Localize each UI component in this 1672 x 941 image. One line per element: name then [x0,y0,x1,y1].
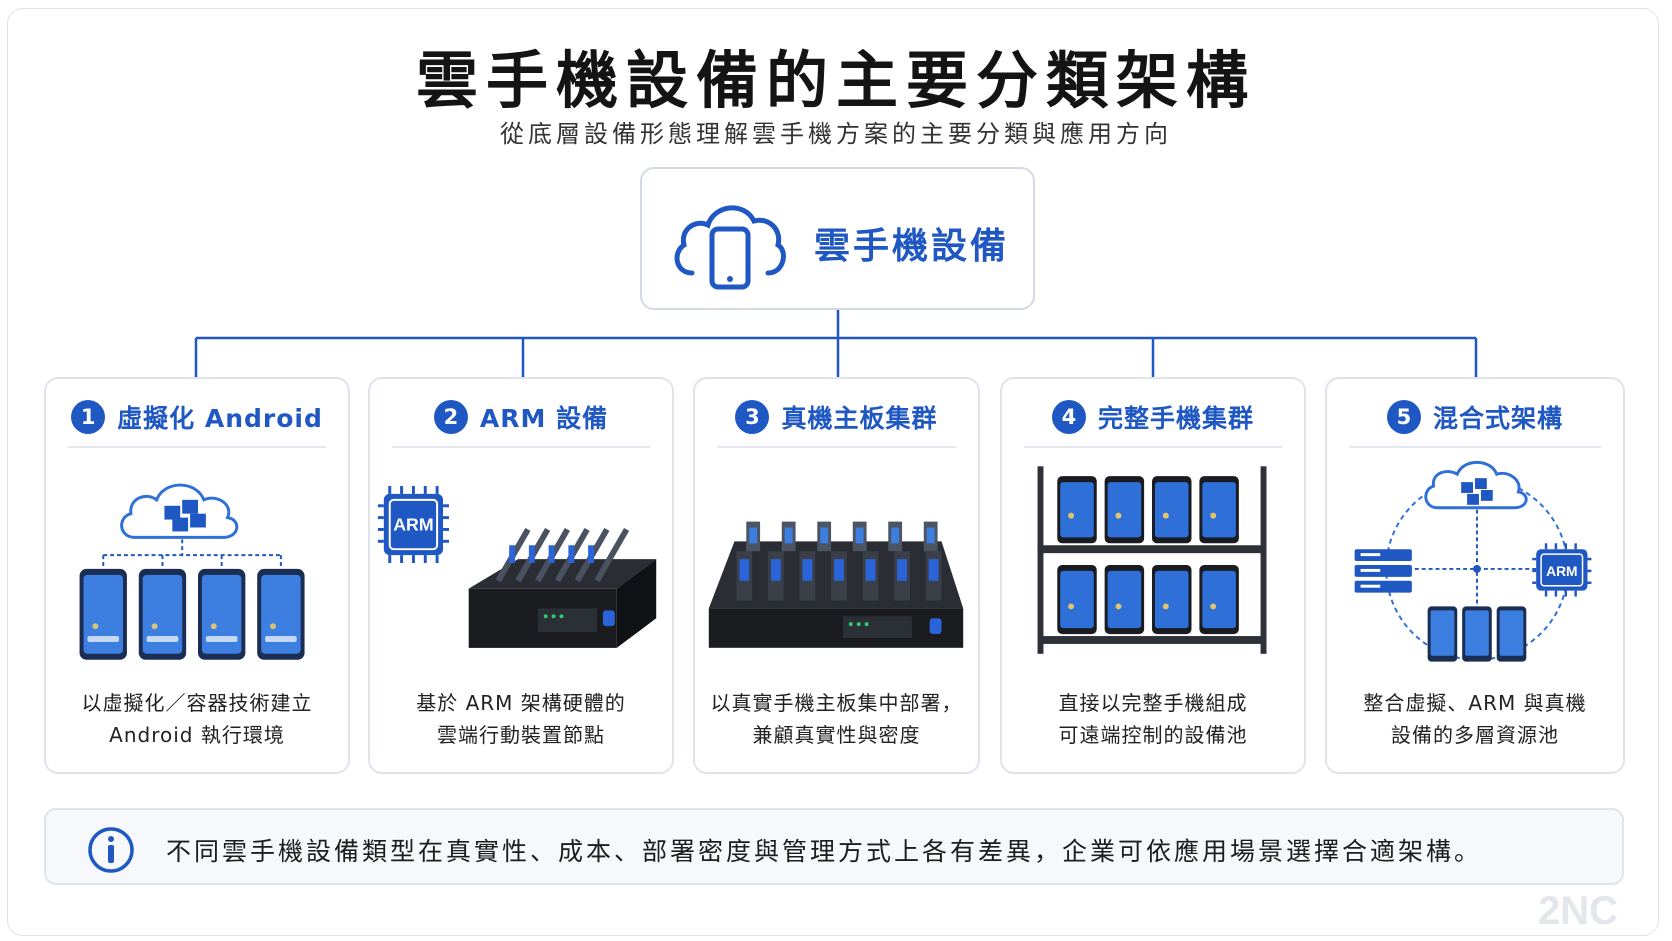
info-note: 不同雲手機設備類型在真實性、成本、部署密度與管理方式上各有差異，企業可依應用場景… [44,808,1624,885]
note-text: 不同雲手機設備類型在真實性、成本、部署密度與管理方式上各有差異，企業可依應用場景… [166,837,1483,866]
svg-text:2NC: 2NC [1538,889,1618,932]
card-divider [1349,446,1601,448]
virtual-phones-icon [79,483,305,660]
board-cluster-icon [708,521,964,648]
card-number: 4 [1051,400,1086,434]
arm-chip-label: ARM [1546,563,1577,579]
card-header: 3 真機主板集群 [695,399,978,435]
desc-line: 基於 ARM 架構硬體的 [416,691,626,715]
phone-rack-icon [1037,466,1267,654]
card-title: 真機主板集群 [781,404,938,433]
desc-line: 整合虛擬、ARM 與真機 [1363,691,1587,715]
category-card-board-cluster: 3 真機主板集群 以真實手機主板集中部署， 兼顧真實性與密度 [693,377,980,774]
card-title: 虛擬化 Android [117,404,323,433]
arm-chip-label: ARM [393,514,433,534]
card-number: 1 [71,400,106,434]
category-card-arm: 2 ARM 設備 ARM 基於 ARM 架構硬體的 雲端行動裝置節點 [368,377,674,774]
root-label: 雲手機設備 [814,226,1010,267]
root-node: 雲手機設備 [640,167,1035,310]
card-header: 1 虛擬化 Android [46,399,348,435]
page-frame [7,8,1659,936]
card-description: 整合虛擬、ARM 與真機 設備的多層資源池 [1327,687,1623,751]
cloud-phone-icon [674,205,786,290]
brand-logo: 2NC [1538,889,1618,932]
desc-line: 直接以完整手機組成 [1058,691,1248,715]
desc-line: 設備的多層資源池 [1391,723,1559,747]
card-divider [717,446,956,448]
card-number: 3 [735,400,770,434]
desc-line: 可遠端控制的設備池 [1058,723,1248,747]
card-divider [392,446,650,448]
desc-line: 以真實手機主板集中部署， [710,691,963,715]
category-card-phone-cluster: 4 完整手機集群 直接以完整手機組成 可遠端控制的設備池 [1000,377,1306,774]
hybrid-icon: ARM [1354,460,1592,662]
card-number: 2 [433,400,468,434]
desc-line: Android 執行環境 [109,723,285,747]
page-subtitle: 從底層設備形態理解雲手機方案的主要分類與應用方向 [500,120,1172,148]
card-title: ARM 設備 [479,404,609,433]
card-description: 直接以完整手機組成 可遠端控制的設備池 [1002,687,1304,751]
card-description: 基於 ARM 架構硬體的 雲端行動裝置節點 [370,687,672,751]
category-card-hybrid: 5 混合式架構 ARM 整合虛擬、ARM 與真機 設備的多層資源池 [1325,377,1625,774]
page-title: 雲手機設備的主要分類架構 [415,44,1256,117]
card-header: 4 完整手機集群 [1002,399,1304,435]
card-description: 以真實手機主板集中部署， 兼顧真實性與密度 [695,687,978,751]
info-icon [88,827,134,873]
card-title: 混合式架構 [1432,404,1563,433]
desc-line: 雲端行動裝置節點 [437,723,605,747]
card-description: 以虛擬化／容器技術建立 Android 執行環境 [46,687,348,751]
card-header: 2 ARM 設備 [370,399,672,435]
desc-line: 以虛擬化／容器技術建立 [81,691,313,715]
card-header: 5 混合式架構 [1327,399,1623,435]
card-divider [1024,446,1282,448]
card-number: 5 [1386,400,1421,434]
card-divider [68,446,326,448]
card-title: 完整手機集群 [1097,404,1254,433]
arm-server-icon: ARM [377,486,657,648]
desc-line: 兼顧真實性與密度 [752,723,921,747]
category-card-virtual-android: 1 虛擬化 Android 以虛擬化／容器技術建立 Android 執行環境 [44,377,350,774]
